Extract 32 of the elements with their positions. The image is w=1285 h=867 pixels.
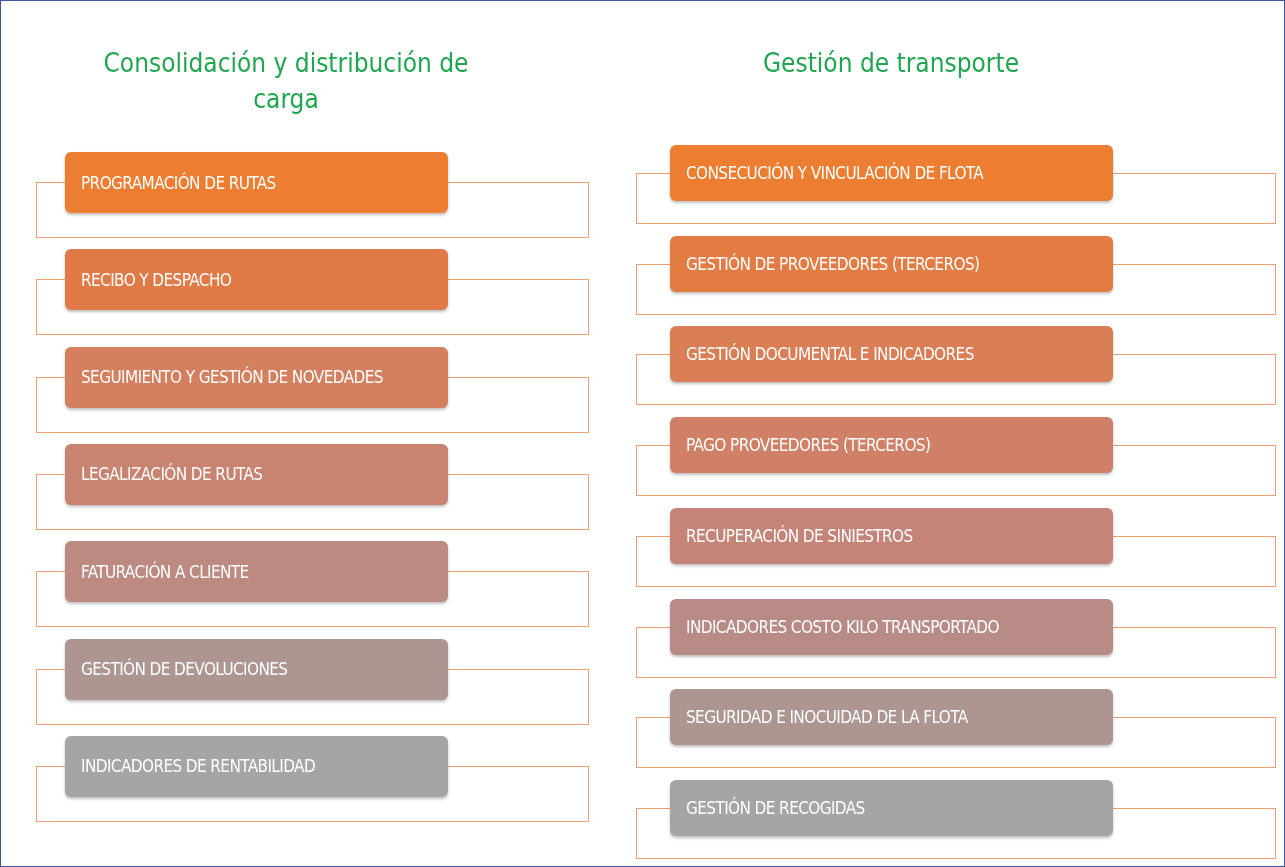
- box-label: FATURACIÓN A CLIENTE: [81, 561, 249, 582]
- process-box: [670, 598, 1113, 655]
- column-heading: Consolidación y distribución de carga: [102, 47, 470, 116]
- column-heading: Gestión de transporte: [761, 47, 1021, 80]
- process-box: [670, 417, 1113, 474]
- box-label: LEGALIZACIÓN DE RUTAS: [81, 464, 263, 485]
- process-box: [670, 507, 1113, 564]
- process-box: [670, 326, 1113, 383]
- process-box: [65, 152, 448, 213]
- box-label: RECIBO Y DESPACHO: [81, 269, 232, 290]
- box-label: GESTIÓN DOCUMENTAL E INDICADORES: [686, 344, 974, 365]
- process-box: [670, 689, 1113, 746]
- box-label: GESTIÓN DE DEVOLUCIONES: [81, 659, 288, 679]
- process-box: [670, 145, 1113, 201]
- box-label: SEGUIMIENTO Y GESTIÓN DE NOVEDADES: [81, 367, 383, 388]
- process-box: [65, 735, 448, 797]
- process-box: [670, 235, 1113, 292]
- box-label: GESTIÓN DE PROVEEDORES (TERCEROS): [686, 253, 980, 274]
- box-label: RECUPERACIÓN DE SINIESTROS: [686, 525, 913, 546]
- process-box: [65, 249, 448, 311]
- box-label: PROGRAMACIÓN DE RUTAS: [81, 172, 276, 193]
- process-box: [670, 779, 1113, 836]
- box-label: CONSECUCIÓN Y VINCULACIÓN DE FLOTA: [686, 163, 984, 183]
- box-label: INDICADORES COSTO KILO TRANSPORTADO: [686, 616, 999, 637]
- box-label: SEGURIDAD E INOCUIDAD DE LA FLOTA: [686, 707, 968, 728]
- process-box: [65, 346, 448, 408]
- process-box: [65, 443, 448, 505]
- process-box: [65, 541, 448, 603]
- box-label: GESTIÓN DE RECOGIDAS: [686, 797, 865, 818]
- box-label: PAGO PROVEEDORES (TERCEROS): [686, 435, 931, 456]
- process-box: [65, 638, 448, 700]
- box-label: INDICADORES DE RENTABILIDAD: [81, 756, 316, 777]
